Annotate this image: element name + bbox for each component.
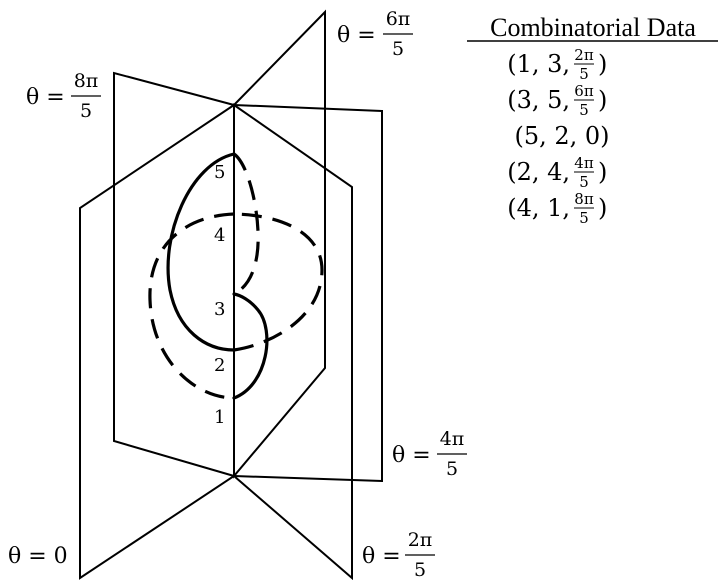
- combo-row-2-den: 5: [579, 101, 589, 119]
- arc-1-3: [232, 292, 269, 400]
- combo-row-5: (4, 1, 8π 5 ): [507, 190, 607, 227]
- binding-point-5: 5: [214, 162, 225, 183]
- label-theta-6pi-5-num: 6π: [386, 8, 411, 30]
- combo-row-1-post: ): [598, 50, 607, 78]
- label-theta-6pi-5-lhs: θ =: [337, 23, 376, 48]
- label-theta-8pi-5-num: 8π: [74, 70, 99, 92]
- binding-point-4: 4: [214, 225, 225, 246]
- combo-row-3-pre: (5, 2, 0): [514, 122, 609, 150]
- combo-row-4: (2, 4, 4π 5 ): [507, 154, 607, 191]
- combo-row-5-den: 5: [579, 209, 589, 227]
- page-theta-2pi-5: [233, 103, 353, 580]
- arc-2-4: [233, 212, 324, 352]
- label-theta-8pi-5-den: 5: [80, 100, 92, 122]
- label-theta-4pi-5-den: 5: [446, 458, 458, 480]
- arc-3-5: [232, 152, 260, 296]
- combo-row-5-pre: (4, 1,: [507, 194, 570, 222]
- binding-point-1: 1: [214, 407, 225, 428]
- combo-row-4-den: 5: [579, 173, 589, 191]
- label-theta-8pi-5-lhs: θ =: [26, 85, 65, 110]
- arc-4-1: [148, 212, 235, 400]
- combo-row-5-num: 8π: [574, 190, 594, 208]
- page-theta-8pi-5: [113, 71, 235, 477]
- label-theta-2pi-5-den: 5: [414, 559, 426, 580]
- label-theta-4pi-5-lhs: θ =: [392, 443, 431, 468]
- label-theta-2pi-5-num: 2π: [408, 529, 433, 551]
- label-theta-4pi-5-num: 4π: [440, 428, 465, 450]
- combo-row-4-post: ): [598, 158, 607, 186]
- page-theta-0: [79, 103, 235, 580]
- knot: [148, 152, 324, 400]
- combo-row-1: (1, 3, 2π 5 ): [507, 46, 607, 83]
- binding-point-2: 2: [214, 355, 225, 376]
- combo-row-5-post: ): [598, 194, 607, 222]
- combo-row-2-num: 6π: [574, 82, 594, 100]
- label-theta-6pi-5-den: 5: [392, 38, 404, 60]
- combo-row-1-pre: (1, 3,: [507, 50, 570, 78]
- combo-row-4-num: 4π: [574, 154, 594, 172]
- combo-row-2: (3, 5, 6π 5 ): [507, 82, 607, 119]
- combo-row-4-pre: (2, 4,: [507, 158, 570, 186]
- combinatorial-data: Combinatorial Data (1, 3, 2π 5 ) (3, 5, …: [467, 13, 718, 227]
- arc-5-2: [166, 152, 236, 352]
- combinatorial-title: Combinatorial Data: [490, 13, 696, 42]
- page-theta-4pi-5: [233, 104, 383, 483]
- combo-row-1-den: 5: [579, 65, 589, 83]
- label-theta-0: θ = 0: [8, 544, 68, 569]
- combo-row-2-post: ): [598, 86, 607, 114]
- label-theta-2pi-5-lhs: θ =: [362, 544, 401, 569]
- page-angle-labels: θ = 0 θ = 2π 5 θ = 4π 5 θ = 6π 5 θ = 8π …: [8, 8, 467, 580]
- binding-point-3: 3: [214, 299, 225, 320]
- page-theta-6pi-5: [233, 9, 326, 479]
- combo-row-1-num: 2π: [574, 46, 594, 64]
- book-pages: [79, 9, 383, 580]
- label-theta-6pi-5: θ = 6π 5: [337, 8, 413, 60]
- combo-row-3: (5, 2, 0): [514, 122, 609, 150]
- label-theta-4pi-5: θ = 4π 5: [392, 428, 467, 480]
- combo-row-2-pre: (3, 5,: [507, 86, 570, 114]
- binding-point-labels: 5 4 3 2 1: [214, 162, 225, 428]
- label-theta-2pi-5: θ = 2π 5: [362, 529, 435, 580]
- label-theta-8pi-5: θ = 8π 5: [26, 70, 101, 122]
